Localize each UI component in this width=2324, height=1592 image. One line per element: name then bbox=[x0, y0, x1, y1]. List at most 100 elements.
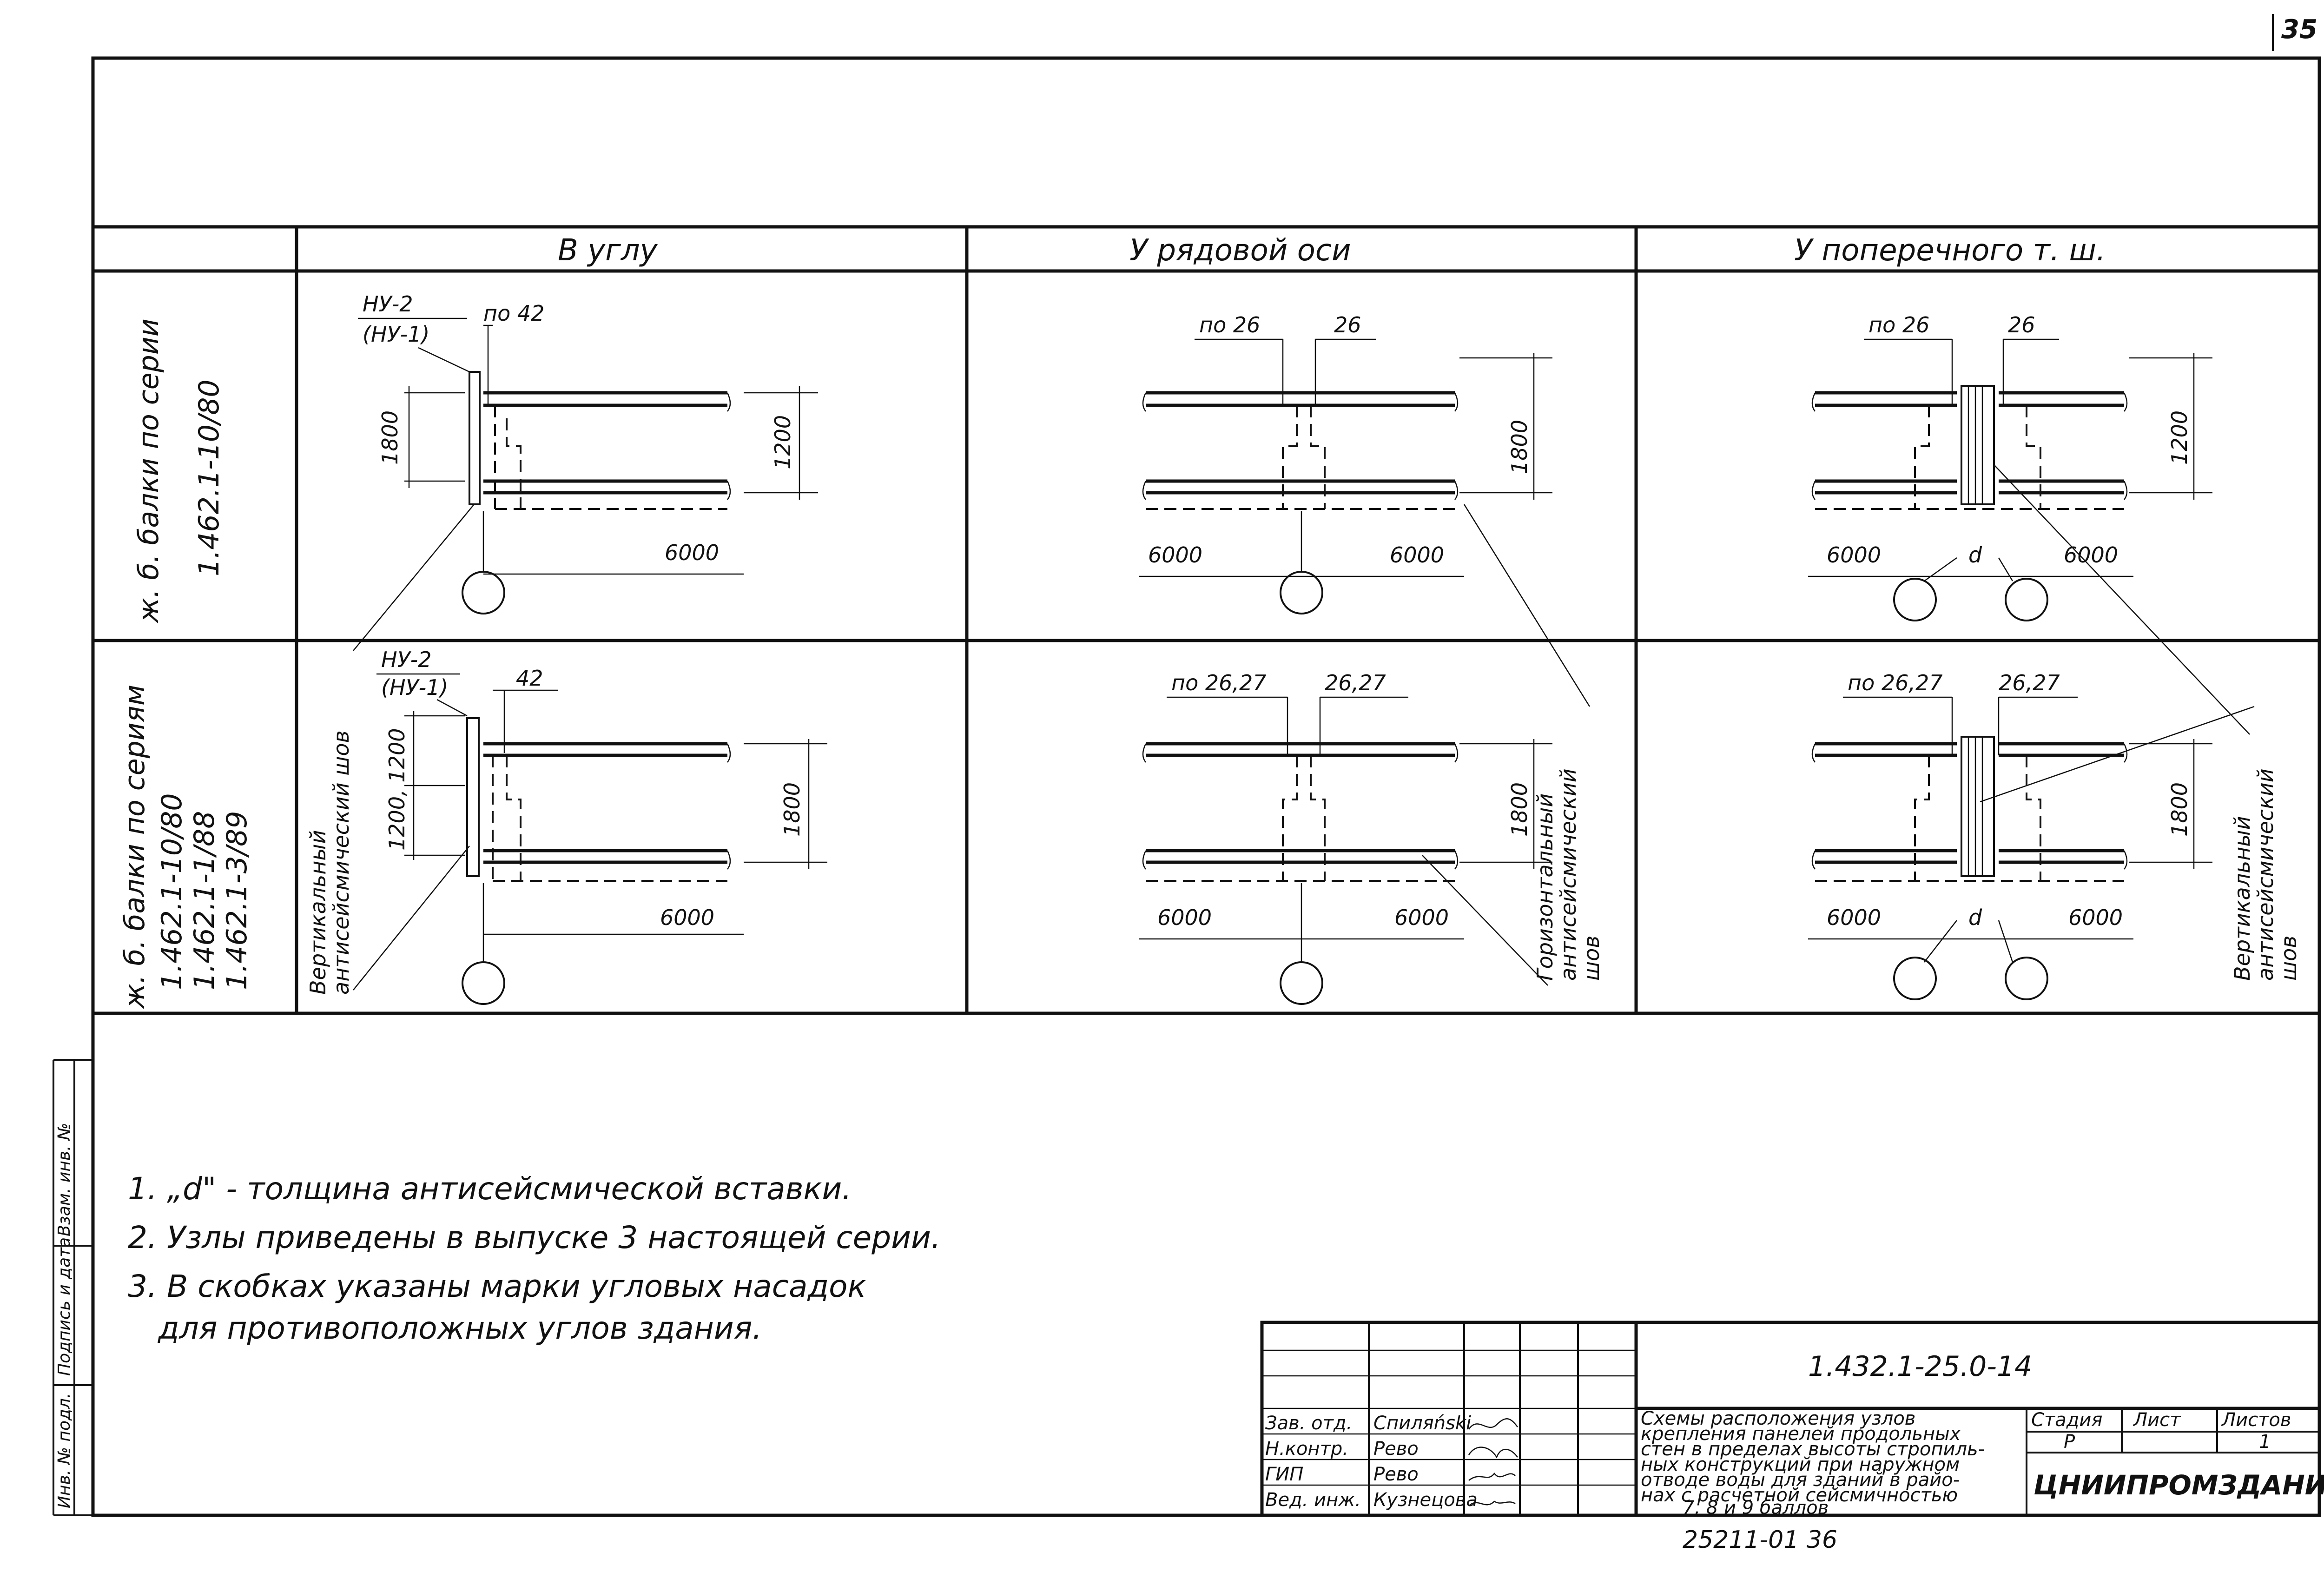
svg-text:d: d bbox=[1968, 542, 1982, 568]
svg-text:1800: 1800 bbox=[779, 782, 805, 837]
strip-sign-label: Подпись и дата bbox=[55, 1237, 74, 1376]
svg-text:по 26: по 26 bbox=[1868, 312, 1929, 337]
svg-text:Рево: Рево bbox=[1373, 1464, 1419, 1485]
svg-text:Вертикальный: Вертикальный bbox=[2230, 816, 2255, 981]
svg-text:1.462.1-10/80: 1.462.1-10/80 bbox=[193, 379, 225, 576]
signature-4 bbox=[1468, 1500, 1516, 1506]
svg-text:6000: 6000 bbox=[665, 540, 719, 565]
svg-text:Стадия: Стадия bbox=[2031, 1409, 2102, 1431]
bottom-number: 25211-01 36 bbox=[1683, 1526, 1837, 1554]
svg-text:Кузнецова: Кузнецова bbox=[1373, 1489, 1478, 1511]
row2-row-axis-node: по 26,27 26,27 1800 6000 6000 Горизонтал… bbox=[1139, 504, 1604, 1005]
svg-text:26: 26 bbox=[2008, 312, 2035, 337]
signature-2 bbox=[1468, 1447, 1518, 1459]
title-block: 1.432.1-25.0-14 Схемы расположения узлов… bbox=[1260, 1321, 2324, 1519]
page-number: 35 bbox=[2281, 14, 2317, 45]
svg-text:6000: 6000 bbox=[1394, 905, 1449, 930]
svg-text:7, 8 и 9 баллов: 7, 8 и 9 баллов bbox=[1683, 1497, 1829, 1519]
svg-text:1200: 1200 bbox=[2167, 410, 2192, 465]
svg-text:Вертикальный: Вертикальный bbox=[305, 830, 330, 995]
svg-text:Спиляński: Спиляński bbox=[1373, 1413, 1471, 1434]
note-3-cont: для противоположных углов здания. bbox=[158, 1310, 762, 1346]
col-header-corner: В углу bbox=[558, 233, 658, 268]
svg-text:1200: 1200 bbox=[770, 415, 795, 469]
svg-text:НУ-2: НУ-2 bbox=[363, 291, 413, 317]
svg-text:6000: 6000 bbox=[1827, 542, 1881, 568]
svg-text:антисейсмический: антисейсмический bbox=[2253, 768, 2278, 981]
note-2: 2. Узлы приведены в выпуске 3 настоящей … bbox=[128, 1220, 941, 1255]
svg-text:(НУ-1): (НУ-1) bbox=[363, 322, 429, 347]
row2-label: ж. б. балки по сериям 1.462.1-10/80 1.46… bbox=[119, 685, 253, 1010]
svg-text:нах с расчетной сейсмичностью: нах с расчетной сейсмичностью bbox=[1641, 1485, 1958, 1506]
svg-text:26,27: 26,27 bbox=[1999, 670, 2060, 695]
row1-label: ж. б. балки по серии 1.462.1-10/80 bbox=[132, 318, 225, 624]
svg-text:6000: 6000 bbox=[1827, 905, 1881, 930]
row2-cross-joint-node: по 26,27 26,27 1800 6000 d 6000 Вертикал… bbox=[1808, 670, 2301, 1000]
svg-text:отводе воды для зданий в райо-: отводе воды для зданий в райо- bbox=[1641, 1469, 1960, 1491]
svg-text:1800: 1800 bbox=[2167, 782, 2192, 837]
svg-text:Листов: Листов bbox=[2221, 1409, 2291, 1431]
svg-text:крепления панелей продольных: крепления панелей продольных bbox=[1641, 1423, 1961, 1445]
organization: ЦНИИПРОМЗДАНИЙ bbox=[2034, 1469, 2324, 1501]
left-strip: Инв. № подл. Подпись и дата Взам. инв. № bbox=[53, 1059, 93, 1516]
notes: 1. „d" - толщина антисейсмической вставк… bbox=[128, 1171, 941, 1346]
svg-text:1800: 1800 bbox=[377, 410, 403, 465]
svg-text:1.462.1-10/80: 1.462.1-10/80 bbox=[156, 793, 188, 990]
svg-text:6000: 6000 bbox=[1390, 542, 1444, 568]
svg-text:1800: 1800 bbox=[1507, 782, 1532, 837]
doc-code: 1.432.1-25.0-14 bbox=[1808, 1350, 2032, 1383]
row1-corner-node: НУ-2 (НУ-1) по 42 1800 1200 6000 bbox=[358, 291, 818, 614]
svg-text:Р: Р bbox=[2064, 1431, 2075, 1453]
note-1: 1. „d" - толщина антисейсмической вставк… bbox=[128, 1171, 852, 1207]
svg-text:по 26: по 26 bbox=[1199, 312, 1260, 337]
svg-text:по 42: по 42 bbox=[483, 301, 544, 326]
svg-text:шов: шов bbox=[1579, 936, 1604, 981]
svg-text:антисейсмический: антисейсмический bbox=[1556, 768, 1581, 981]
svg-text:26,27: 26,27 bbox=[1325, 670, 1386, 695]
svg-text:d: d bbox=[1968, 905, 1982, 930]
signature-1 bbox=[1468, 1418, 1518, 1430]
svg-text:1: 1 bbox=[2259, 1431, 2271, 1453]
signature-3 bbox=[1468, 1472, 1516, 1481]
svg-text:по 26,27: по 26,27 bbox=[1848, 670, 1943, 695]
svg-text:6000: 6000 bbox=[2068, 905, 2123, 930]
svg-text:Вед. инж.: Вед. инж. bbox=[1265, 1489, 1361, 1511]
svg-text:Горизонтальный: Горизонтальный bbox=[1532, 793, 1558, 981]
svg-text:6000: 6000 bbox=[2064, 542, 2118, 568]
svg-text:Лист: Лист bbox=[2133, 1409, 2181, 1431]
svg-text:Рево: Рево bbox=[1373, 1438, 1419, 1460]
svg-text:ГИП: ГИП bbox=[1265, 1464, 1303, 1485]
svg-text:ных конструкций при наружном: ных конструкций при наружном bbox=[1641, 1454, 1960, 1475]
row1-row-axis-node: по 26 26 1800 6000 6000 bbox=[1139, 312, 1552, 614]
svg-text:1.462.1-1/88: 1.462.1-1/88 bbox=[188, 811, 221, 990]
svg-text:Н.контр.: Н.контр. bbox=[1265, 1438, 1348, 1460]
svg-text:(НУ-1): (НУ-1) bbox=[381, 675, 448, 700]
col-header-row-axis: У рядовой оси bbox=[1129, 233, 1351, 268]
svg-text:антисейсмический шов: антисейсмический шов bbox=[329, 730, 354, 995]
svg-text:стен в пределах высоты стропил: стен в пределах высоты стропиль- bbox=[1641, 1439, 1985, 1460]
svg-text:ж. б. балки по сериям: ж. б. балки по сериям bbox=[119, 685, 151, 1010]
row2-corner-node: Вертикальный антисейсмический шов НУ-2 (… bbox=[305, 504, 827, 1005]
sheet-frame bbox=[91, 56, 2321, 1517]
strip-inv-label: Инв. № подл. bbox=[55, 1393, 74, 1508]
svg-text:1.462.1-3/89: 1.462.1-3/89 bbox=[221, 811, 253, 990]
svg-text:Схемы расположения узлов: Схемы расположения узлов bbox=[1641, 1408, 1915, 1429]
svg-text:42: 42 bbox=[516, 666, 543, 691]
row1-cross-joint-node: по 26 26 1200 6000 d 6000 bbox=[1808, 312, 2250, 735]
svg-text:шов: шов bbox=[2276, 936, 2301, 981]
note-3: 3. В скобках указаны марки угловых насад… bbox=[128, 1268, 866, 1304]
svg-text:1800: 1800 bbox=[1507, 420, 1532, 474]
svg-text:НУ-2: НУ-2 bbox=[381, 647, 432, 672]
svg-text:6000: 6000 bbox=[1157, 905, 1212, 930]
strip-replace-label: Взам. инв. № bbox=[55, 1123, 74, 1236]
svg-text:6000: 6000 bbox=[660, 905, 714, 930]
nodes-table bbox=[93, 225, 2319, 1015]
svg-text:26: 26 bbox=[1334, 312, 1361, 337]
col-header-cross-joint: У поперечного т. ш. bbox=[1794, 233, 2106, 268]
svg-text:1200, 1200: 1200, 1200 bbox=[384, 728, 409, 851]
svg-text:Зав. отд.: Зав. отд. bbox=[1265, 1413, 1352, 1434]
svg-text:6000: 6000 bbox=[1148, 542, 1202, 568]
svg-text:по 26,27: по 26,27 bbox=[1171, 670, 1267, 695]
svg-text:ж. б. балки по серии: ж. б. балки по серии bbox=[132, 318, 165, 624]
